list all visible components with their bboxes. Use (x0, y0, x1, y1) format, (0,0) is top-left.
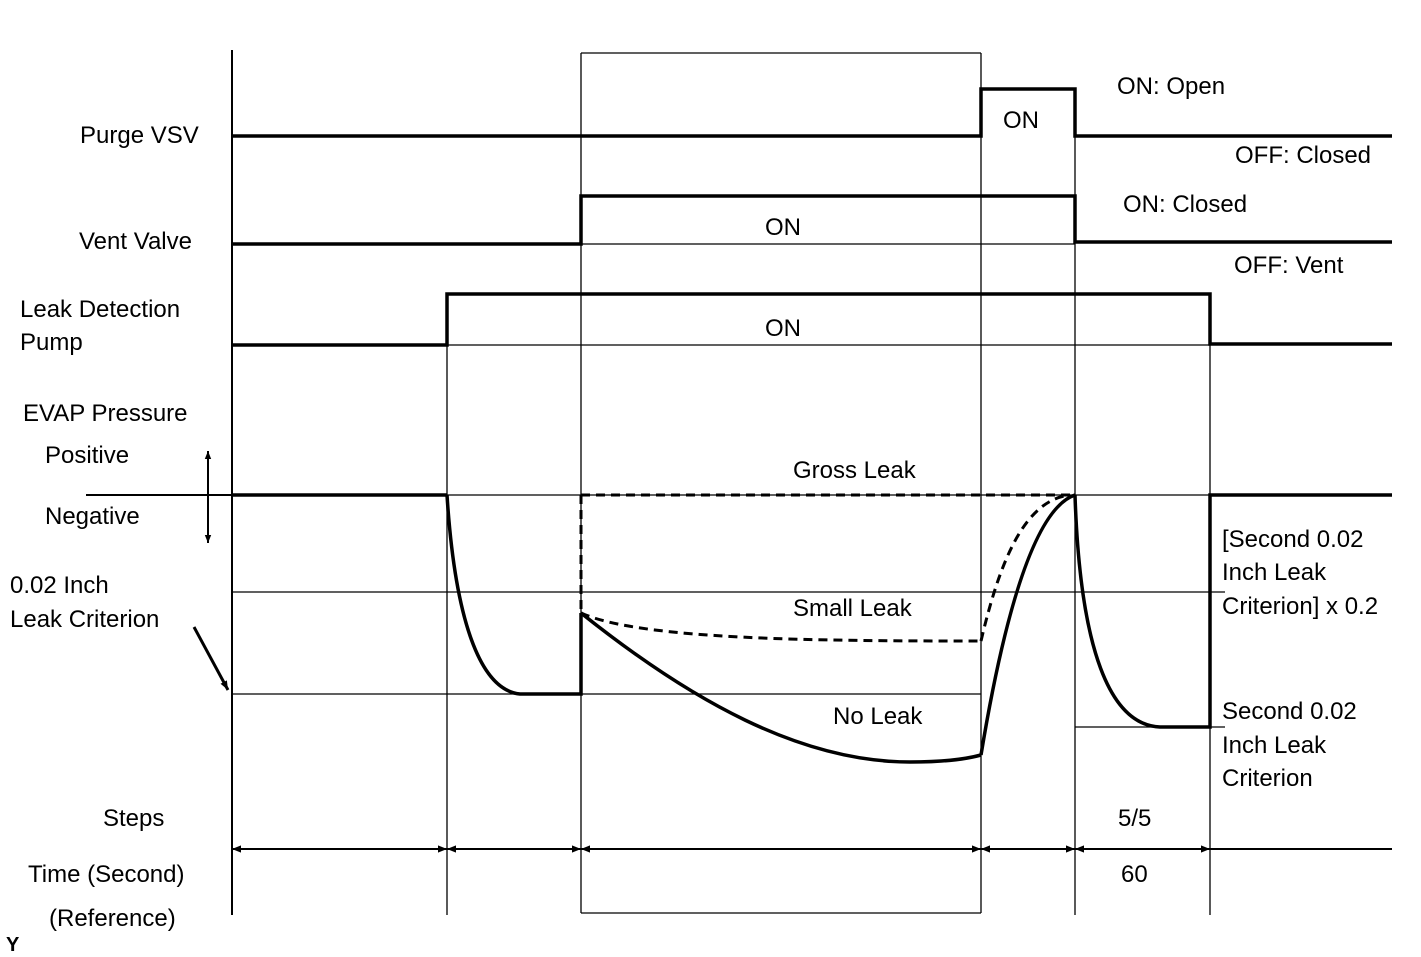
vent-on-state: ON (765, 214, 801, 241)
steps-label: Steps (103, 805, 164, 832)
vent-off-meaning: OFF: Vent (1234, 252, 1344, 279)
evap-pressure-trace (232, 493, 1392, 764)
criterion-pointer-arrow (192, 626, 230, 691)
leak-pump-label-line1: Leak Detection (20, 296, 180, 323)
vertical-gridlines (231, 50, 1211, 915)
pressure-reference-lines (86, 494, 1225, 728)
no-leak-label: No Leak (833, 703, 923, 730)
scaled-criterion-line2: Inch Leak (1222, 559, 1327, 586)
purge-vsv-trace (232, 87, 1392, 138)
evap-pressure-label: EVAP Pressure (23, 400, 188, 427)
purge-vsv-label: Purge VSV (80, 122, 199, 149)
scaled-criterion-line3: Criterion] x 0.2 (1222, 593, 1378, 620)
pump-on-state: ON (765, 315, 801, 342)
second-criterion-line1: Second 0.02 (1222, 698, 1357, 725)
corner-mark: Y (6, 934, 20, 956)
positive-label: Positive (45, 442, 129, 469)
vent-on-meaning: ON: Closed (1123, 191, 1247, 218)
criterion-label-line2: Leak Criterion (10, 606, 159, 633)
vent-valve-label: Vent Valve (79, 228, 192, 255)
step-value: 5/5 (1118, 805, 1151, 832)
time-value: 60 (1121, 861, 1148, 888)
gross-leak-label: Gross Leak (793, 457, 917, 484)
vent-valve-trace (232, 194, 1392, 246)
leak-pump-label-line2: Pump (20, 329, 83, 356)
negative-label: Negative (45, 503, 140, 530)
purge-off-meaning: OFF: Closed (1235, 142, 1371, 169)
small-leak-label: Small Leak (793, 595, 913, 622)
criterion-label-line1: 0.02 Inch (10, 572, 109, 599)
leak-pump-trace (232, 292, 1392, 347)
leak-dashed-traces (579, 493, 1075, 643)
scaled-criterion-line1: [Second 0.02 (1222, 526, 1363, 553)
purge-on-meaning: ON: Open (1117, 73, 1225, 100)
reference-label: (Reference) (49, 905, 176, 932)
time-label: Time (Second) (28, 861, 185, 888)
purge-on-state: ON (1003, 107, 1039, 134)
second-criterion-line3: Criterion (1222, 765, 1313, 792)
second-criterion-line2: Inch Leak (1222, 732, 1327, 759)
